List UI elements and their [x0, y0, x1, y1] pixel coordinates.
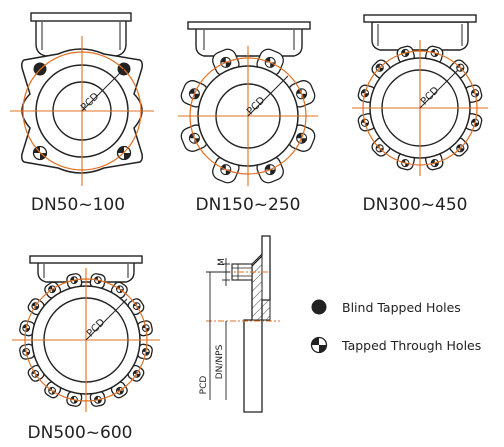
flange-dn500-600: PCD DN500~600: [12, 255, 160, 443]
legend-blind-label: Blind Tapped Holes: [342, 300, 461, 315]
dn-dimension-label: DN/NPS: [215, 344, 225, 379]
caption-dn50-100: DN50~100: [31, 195, 125, 215]
flange-dn300-450: PCD DN300~450: [352, 14, 488, 215]
flange-dn50-100: PCD DN50~100: [10, 12, 154, 215]
tapped-through-hole-icon: [310, 336, 328, 354]
caption-dn150-250: DN150~250: [196, 195, 301, 215]
flange-dn150-250: PCD DN150~250: [178, 21, 318, 215]
flange-section-view: M PCD DN/NPS: [199, 235, 280, 413]
m-dimension-label: M: [217, 258, 227, 266]
legend-through-label: Tapped Through Holes: [341, 338, 481, 353]
caption-dn500-600: DN500~600: [28, 423, 133, 443]
pcd-dimension-label: PCD: [199, 376, 209, 395]
caption-dn300-450: DN300~450: [363, 195, 468, 215]
legend: Blind Tapped Holes Tapped Through Holes: [310, 299, 481, 354]
blind-tapped-hole-icon: [311, 299, 327, 315]
